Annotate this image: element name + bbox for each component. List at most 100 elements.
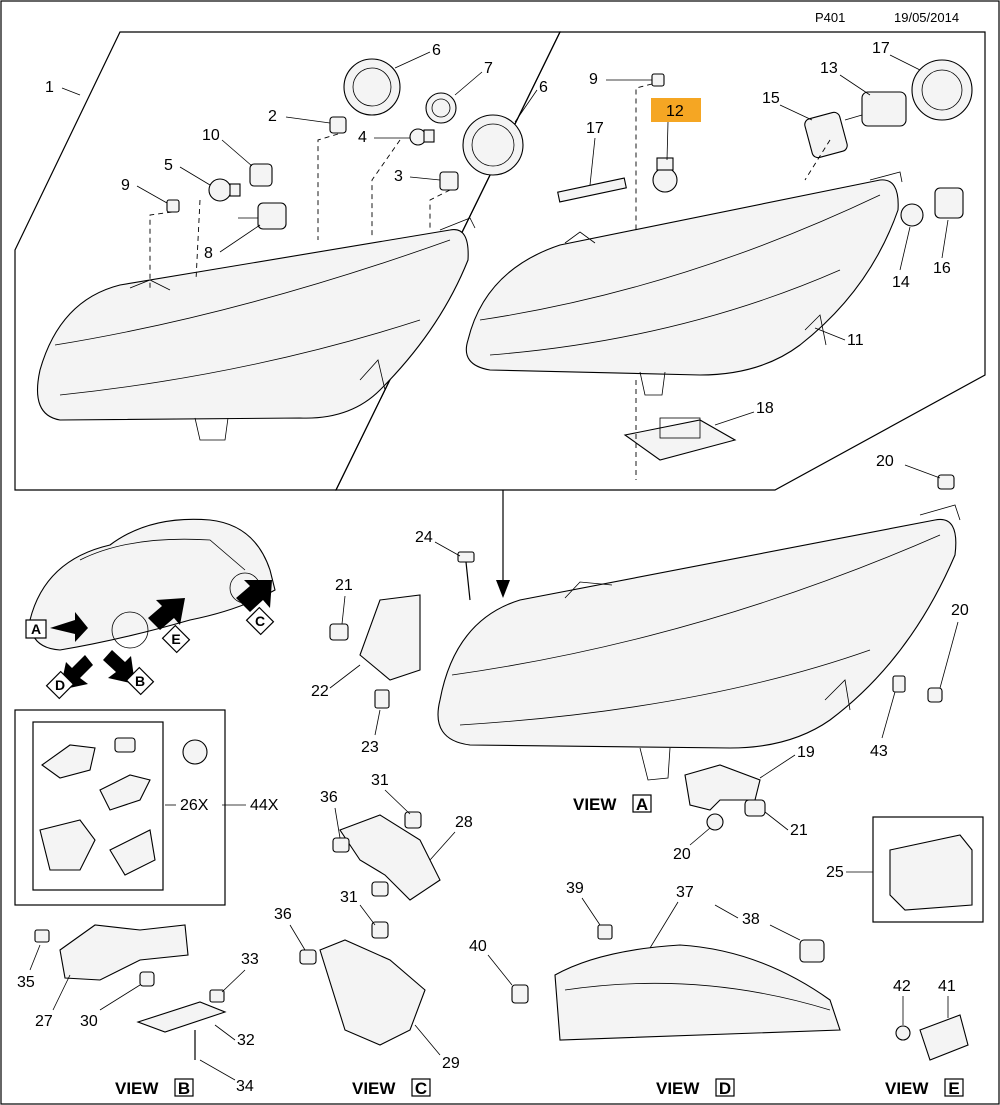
svg-text:E: E [948,1079,959,1098]
svg-text:C: C [255,613,265,629]
callout-2: 2 [268,108,277,125]
callout-29: 29 [442,1055,460,1072]
callout-39: 39 [566,880,584,897]
kit-qty-44x: 44X [250,797,279,814]
svg-text:C: C [415,1079,427,1098]
callout-31a: 31 [371,772,389,789]
view-marker-c: C [236,580,275,636]
socket-8 [238,202,287,230]
svg-text:D: D [55,677,65,693]
callout-38: 38 [742,911,760,928]
view-label-b: VIEW B [115,1078,194,1098]
xenon-headlamp-assembly [465,171,903,396]
callout-5: 5 [164,157,173,174]
callout-33: 33 [241,951,259,968]
seal-ring-7 [425,92,457,124]
left-headlamp-frame [14,31,561,491]
clip-43 [892,675,906,693]
igniter-15 [804,111,848,159]
callout-28: 28 [455,814,473,831]
callout-32: 32 [237,1032,255,1049]
callout-36a: 36 [320,789,338,806]
callout-13: 13 [820,60,838,77]
callout-3: 3 [394,168,403,185]
bracket-29 [299,921,426,1046]
callout-20a: 20 [876,453,894,470]
kit-qty-26x: 26X [180,797,209,814]
screw-24 [457,551,475,601]
halogen-headlamp-assembly [36,217,476,441]
screw-20-right [927,687,943,703]
vehicle-overview [29,518,276,651]
bracket-22 [329,594,421,709]
svg-text:D: D [719,1079,731,1098]
svg-text:VIEW: VIEW [885,1079,929,1098]
headlamp-main-view [437,504,961,781]
callout-40: 40 [469,938,487,955]
svg-text:VIEW: VIEW [656,1079,700,1098]
ballast-18 [623,417,737,461]
callout-9a: 9 [121,177,130,194]
side-marker-41 [895,1014,969,1061]
callout-31b: 31 [340,889,358,906]
bulb-4 [409,128,435,146]
callout-27: 27 [35,1013,53,1030]
svg-text:VIEW: VIEW [115,1079,159,1098]
svg-text:VIEW: VIEW [573,795,617,814]
svg-text:VIEW: VIEW [352,1079,396,1098]
view-label-a: VIEW A [573,794,652,814]
callout-9b: 9 [589,71,598,88]
repair-kit-frame [14,709,226,906]
callout-37: 37 [676,884,694,901]
bracket-28 [332,811,441,901]
repair-kit-parts-box [32,721,164,891]
right-headlamp-frame [335,31,986,491]
callout-41: 41 [938,978,956,995]
callout-17a: 17 [586,120,604,137]
callout-11: 11 [847,332,864,349]
view-marker-b: B [103,650,155,696]
bulb-socket-2 [329,116,347,134]
callout-4: 4 [358,129,367,146]
callout-35: 35 [17,974,35,991]
callout-22: 22 [311,683,329,700]
assembly-arrow-head [496,580,510,598]
ballast-32 [136,989,227,1060]
screw-9-right [651,73,665,87]
bulb-cap-6-right-left-group [462,114,524,176]
callout-8: 8 [204,245,213,262]
screw-20-top [937,474,955,490]
clip-25-frame [872,816,984,923]
svg-text:B: B [178,1079,190,1098]
svg-text:B: B [135,673,145,689]
callout-19: 19 [797,744,815,761]
fog-lamp-37 [511,924,841,1041]
clip-25 [889,834,973,911]
screw-9-left [166,199,180,213]
view-marker-e: E [148,598,191,654]
bracket-27 [34,924,189,987]
socket-16 [934,187,964,219]
view-label-c: VIEW C [352,1078,431,1098]
callout-25: 25 [826,864,844,881]
callout-18: 18 [756,400,774,417]
callout-10: 10 [202,127,220,144]
callout-21a: 21 [335,577,353,594]
bulb-socket-3 [439,171,459,191]
callout-16: 16 [933,260,951,277]
bulb-cap-17 [911,59,973,121]
bulb-socket-10 [249,163,273,187]
callout-15: 15 [762,90,780,107]
svg-text:E: E [171,631,180,647]
view-marker-a: A [25,612,88,642]
callout-12: 12 [666,103,684,120]
page-date: 19/05/2014 [894,10,959,25]
callout-34: 34 [236,1078,254,1095]
callout-43: 43 [870,743,888,760]
page-code: P401 [815,10,845,25]
bulb-cap-6-left [343,58,401,116]
callout-7: 7 [484,60,493,77]
bulb-5 [208,178,241,202]
bracket-19 [684,764,766,831]
